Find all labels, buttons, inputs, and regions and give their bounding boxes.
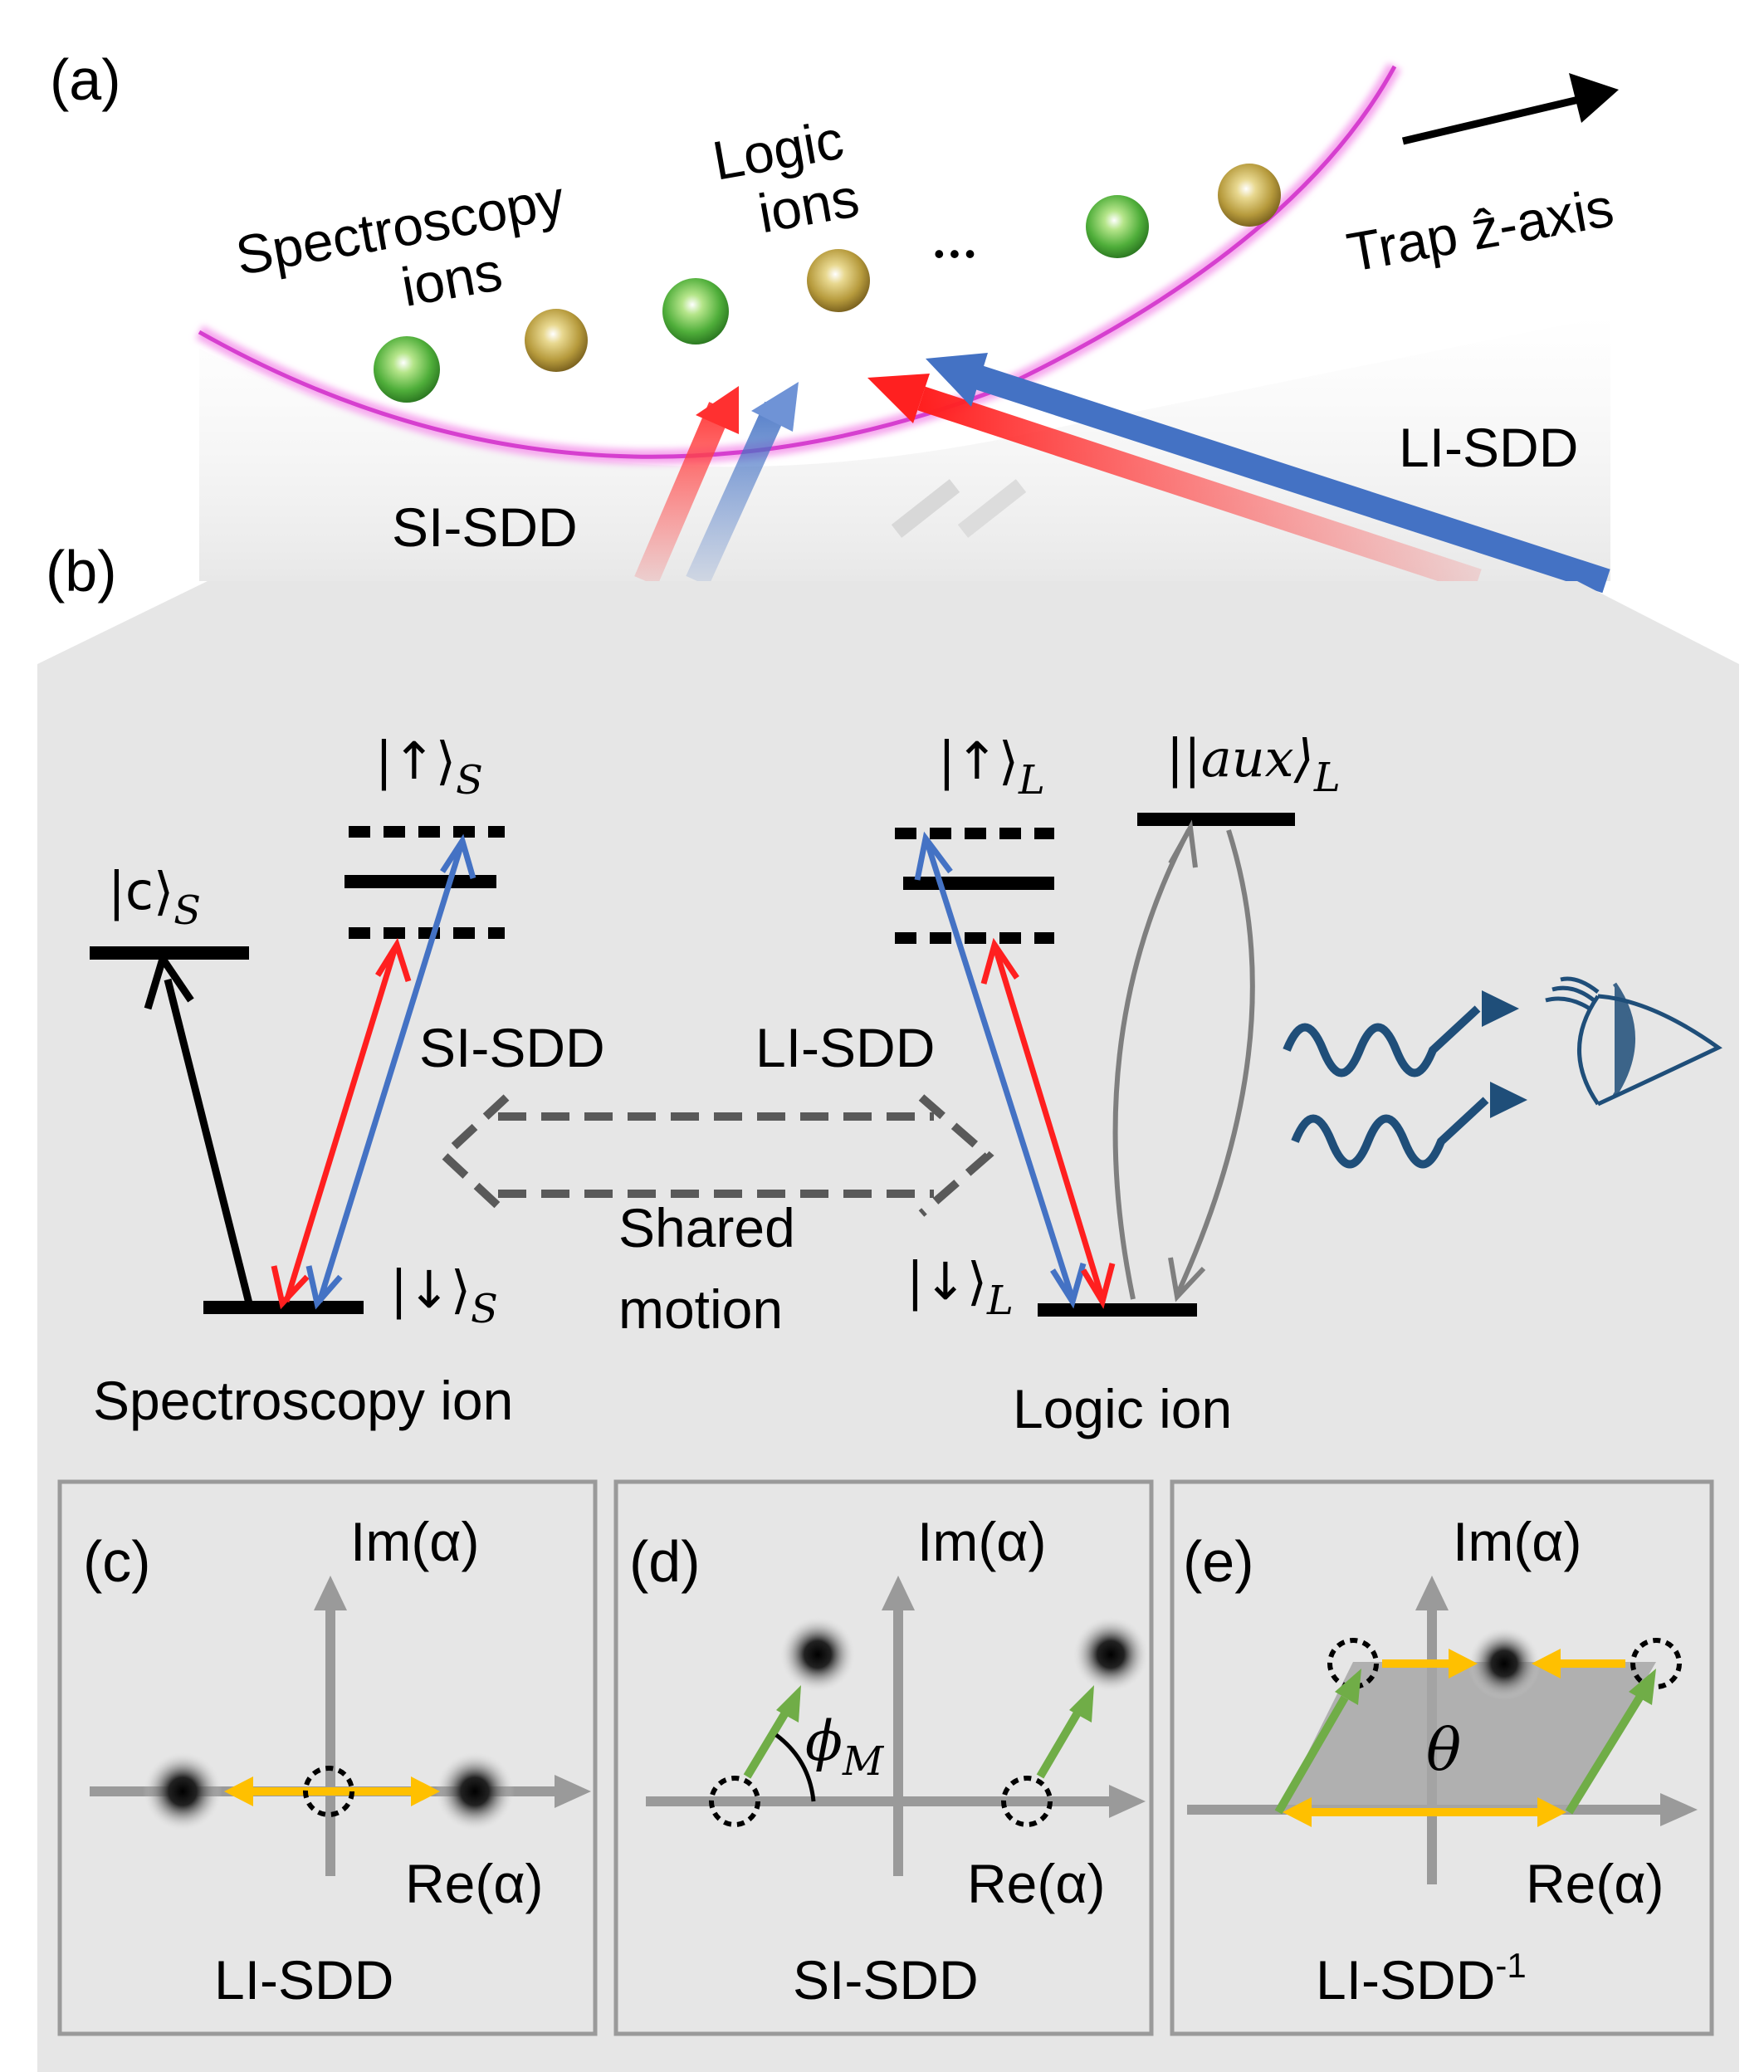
ion-green (1086, 195, 1149, 258)
shared-motion-label-2: motion (618, 1278, 783, 1340)
panel-a: (a) ••• Spectroscopy ions Logic ions Tra… (50, 47, 1619, 594)
li-sdd-red-arrow (993, 949, 1106, 1301)
panel-d-label: (d) (629, 1529, 701, 1594)
coherent-state-blob (143, 1752, 222, 1831)
shared-motion-arrow (437, 1094, 994, 1217)
panel-c-label: (c) (83, 1529, 151, 1594)
ion-gold (1218, 164, 1281, 227)
initial-state-circle (1001, 1776, 1053, 1827)
ion-green (662, 278, 729, 345)
panel-d-caption: SI-SDD (793, 1949, 979, 2011)
eye-icon (1545, 976, 1722, 1107)
coherent-state-blob (1073, 1616, 1149, 1693)
si-sdd-blue-arrow (316, 845, 464, 1303)
level-up-s-label: |↑⟩S (375, 731, 483, 804)
theta-label: θ (1426, 1716, 1461, 1784)
trap-axis-arrow (1401, 94, 1587, 145)
si-sdd-blue-beam (686, 401, 788, 587)
ion-gold (525, 309, 588, 372)
panel-e-caption: LI-SDD-1 (1316, 1946, 1527, 2011)
initial-state-circle (709, 1776, 760, 1827)
si-sdd-red-beam (634, 402, 732, 586)
li-sdd-label-b: LI-SDD (755, 1017, 935, 1078)
coherent-state-blob (435, 1752, 515, 1831)
spectroscopy-ion-label: Spectroscopy ion (93, 1370, 513, 1431)
displacement-arrow (743, 1708, 791, 1779)
aux-decay-arrow (1175, 829, 1255, 1297)
panel-e-label: (e) (1183, 1529, 1254, 1594)
phase-label: ϕM (805, 1709, 885, 1785)
coherent-state-blob (779, 1616, 856, 1693)
trap-axis-label: Trap ẑ-axis (1342, 176, 1618, 283)
re-axis-label: Re(α) (1526, 1853, 1664, 1914)
im-axis-label: Im(α) (1453, 1511, 1581, 1572)
im-axis-label: Im(α) (917, 1511, 1046, 1572)
transition-arrow-black (164, 978, 253, 1305)
panel-c-caption: LI-SDD (214, 1949, 393, 2011)
phase-angle-arc (774, 1733, 816, 1802)
displacement-arrow (1565, 1695, 1644, 1815)
panel-e: (e) Im(α) Re(α) θ LI-SDD-1 (1170, 1479, 1714, 2036)
beam-shadow (891, 479, 960, 538)
panel-a-label: (a) (50, 47, 121, 112)
displacement-arrow (1274, 1695, 1349, 1815)
re-axis-label: Re(α) (405, 1853, 543, 1914)
li-sdd-blue-beam (975, 365, 1610, 594)
displacement-arrow (1036, 1708, 1083, 1779)
initial-state-circle (303, 1766, 354, 1817)
re-axis-label: Re(α) (967, 1853, 1105, 1914)
si-sdd-label-a: SI-SDD (392, 496, 578, 558)
coherent-state-blob (1468, 1627, 1541, 1700)
ion-gold (807, 249, 870, 312)
shared-motion-label-1: Shared (618, 1197, 795, 1258)
logic-ion-label: Logic ion (1013, 1378, 1232, 1439)
level-aux-l-label: ||aux⟩L (1166, 728, 1341, 801)
level-down-l-label: |↓⟩L (906, 1251, 1014, 1324)
si-sdd-label-b: SI-SDD (419, 1017, 605, 1078)
ion-green (374, 336, 440, 403)
aux-excitation-arrow (1112, 828, 1191, 1300)
initial-state-circle (1327, 1638, 1379, 1689)
level-up-l-label: |↑⟩L (938, 731, 1045, 804)
li-sdd-red-beam (917, 386, 1482, 594)
si-sdd-red-arrow (283, 949, 398, 1303)
li-sdd-blue-arrow (925, 843, 1076, 1301)
panel-d-frame (613, 1479, 1154, 2036)
fluorescence-wave-2 (1291, 1097, 1489, 1169)
im-axis-label: Im(α) (350, 1511, 479, 1572)
panel-c: (c) Im(α) Re(α) LI-SDD (57, 1479, 598, 2036)
fluorescence-wave-1 (1283, 1005, 1481, 1078)
level-c-s-label: |c⟩S (108, 861, 201, 934)
initial-state-circle (1630, 1638, 1682, 1689)
level-down-s-label: |↓⟩S (390, 1259, 498, 1332)
li-sdd-label-a: LI-SDD (1399, 417, 1578, 478)
panel-d: (d) Im(α) Re(α) ϕM SI-SDD (613, 1479, 1154, 2036)
panel-b-label: (b) (46, 539, 117, 604)
enclosed-area (1278, 1662, 1656, 1812)
ion-ellipsis: ••• (934, 237, 980, 271)
